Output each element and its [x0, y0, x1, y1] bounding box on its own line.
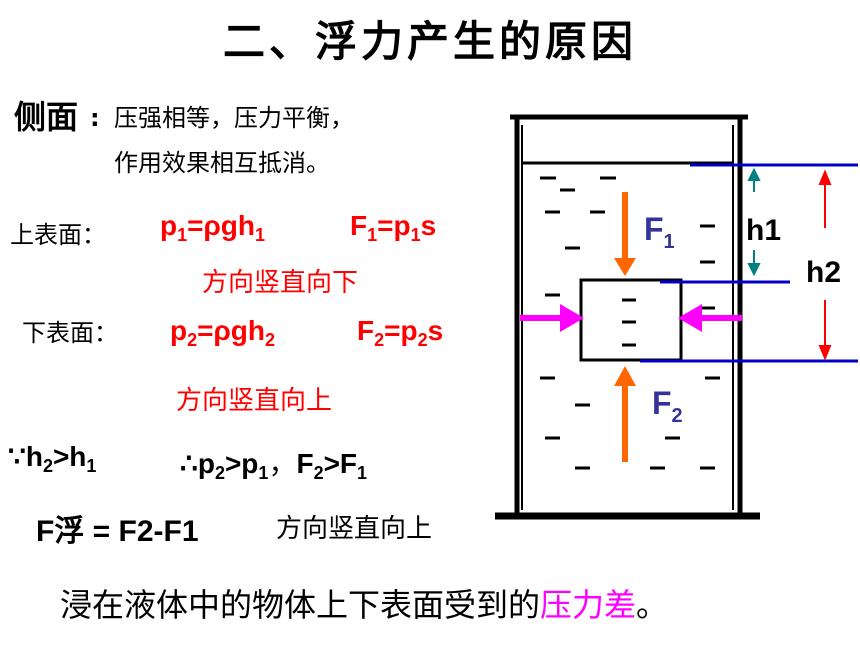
lower-pressure-formula: p2=ρgh2 — [170, 315, 276, 350]
h2-dimension — [818, 169, 832, 361]
side-force-arrows — [520, 304, 742, 332]
h1-dimension — [747, 167, 761, 277]
side-face-line1: 压强相等，压力平衡， — [114, 104, 354, 132]
f2-label: F2 — [652, 385, 683, 427]
buoyancy-direction: 方向竖直向上 — [276, 514, 433, 544]
h2-label: h2 — [806, 256, 841, 289]
buoyancy-formula: F浮 = F2-F1 — [36, 515, 199, 548]
upper-face-label: 上表面： — [10, 221, 106, 249]
upper-pressure-formula: p1=ρgh1 — [160, 210, 266, 245]
upper-direction: 方向竖直向下 — [202, 268, 359, 298]
lower-face-label: 下表面： — [22, 319, 118, 347]
h1-label: h1 — [746, 214, 781, 247]
because-statement: ∵h2>h1 — [8, 441, 97, 476]
conclusion: 浸在液体中的物体上下表面受到的压力差。 — [60, 586, 669, 624]
lower-force-formula: F2=p2s — [357, 315, 444, 350]
therefore-statement: ∴p2>p1，F2>F1 — [180, 448, 368, 483]
side-face-line2: 作用效果相互抵消。 — [114, 149, 330, 177]
upper-force-formula: F1=p1s — [350, 210, 437, 245]
side-face-label: 侧面 — [14, 98, 79, 136]
submerged-block — [579, 278, 683, 362]
level-lines — [640, 163, 858, 363]
f1-label: F1 — [644, 211, 675, 253]
liquid-dashes — [540, 176, 720, 470]
page-title: 二、浮力产生的原因 — [222, 17, 637, 66]
lower-direction: 方向竖直向上 — [176, 386, 333, 416]
side-face-colon: : — [90, 104, 100, 132]
